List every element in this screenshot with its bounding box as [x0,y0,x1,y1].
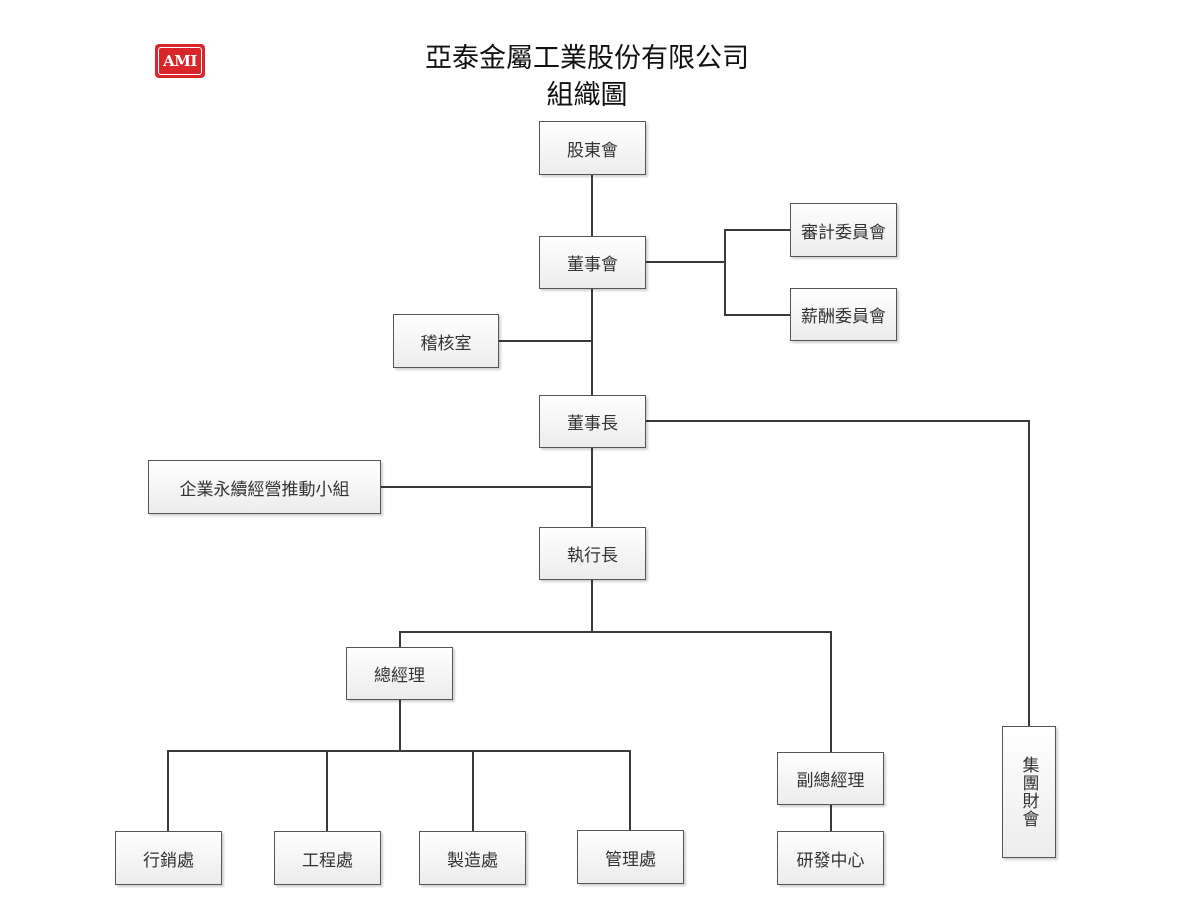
node-sustainability-team[interactable]: 企業永續經營推動小組 [148,460,381,514]
node-audit-committee[interactable]: 審計委員會 [790,203,897,257]
logo-text: AMI [158,47,202,75]
node-ceo[interactable]: 執行長 [539,527,646,580]
connector-ceo-branch [399,631,832,752]
connector-audit-committee [724,229,790,316]
chart-title: 組織圖 [546,80,628,111]
node-manufacturing[interactable]: 製造處 [419,831,526,885]
node-management[interactable]: 管理處 [577,830,684,884]
node-deputy-gm[interactable]: 副總經理 [777,752,884,805]
node-chairman[interactable]: 董事長 [539,395,646,448]
node-group-finance[interactable]: 集團財會 [1002,726,1056,858]
connector-gm-branch [167,750,631,831]
node-general-manager[interactable]: 總經理 [346,647,453,700]
node-engineering[interactable]: 工程處 [274,831,381,885]
company-name: 亞泰金屬工業股份有限公司 [425,43,749,74]
company-logo: AMI [155,44,205,78]
node-board[interactable]: 董事會 [539,236,646,289]
node-internal-audit[interactable]: 稽核室 [393,314,499,368]
connector-chairman-group-finance [646,420,1030,726]
node-marketing[interactable]: 行銷處 [115,831,222,885]
node-rd-center[interactable]: 研發中心 [777,831,884,885]
node-shareholders[interactable]: 股東會 [539,121,646,175]
node-compensation-committee[interactable]: 薪酬委員會 [790,288,897,341]
